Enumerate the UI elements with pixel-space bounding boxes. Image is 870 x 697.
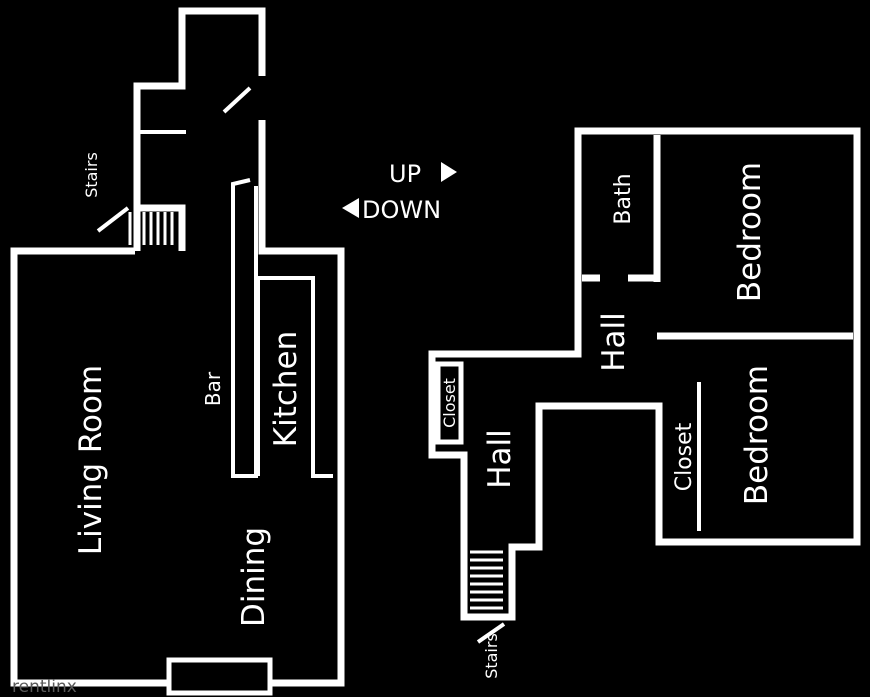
upper-stair-treads bbox=[470, 550, 503, 610]
label-closet-right: Closet bbox=[672, 422, 697, 491]
label-closet-left: Closet bbox=[440, 378, 459, 428]
lower-stair-treads bbox=[128, 212, 174, 245]
entry-door bbox=[222, 86, 252, 114]
label-bedroom-bottom: Bedroom bbox=[739, 365, 775, 505]
label-stairs-right: Stairs bbox=[482, 633, 501, 679]
kitchen-counter bbox=[256, 276, 333, 478]
upper-floor-outer-wall bbox=[428, 127, 861, 621]
lower-stair-diagonal bbox=[96, 206, 130, 233]
lower-window bbox=[166, 657, 273, 696]
label-bar: Bar bbox=[201, 371, 225, 406]
up-arrow-icon[interactable] bbox=[441, 162, 457, 182]
lower-floor-plan bbox=[10, 7, 345, 696]
label-bedroom-top: Bedroom bbox=[732, 162, 768, 302]
label-hall-upper: Hall bbox=[596, 312, 632, 372]
closet-left-box bbox=[435, 361, 464, 445]
floor-switch[interactable]: UP DOWN bbox=[342, 160, 457, 224]
label-dining: Dining bbox=[236, 527, 272, 627]
lower-floor-outer-wall bbox=[10, 120, 345, 687]
watermark-logo: rentlinx bbox=[12, 677, 77, 697]
bar-counter bbox=[231, 178, 258, 478]
label-kitchen: Kitchen bbox=[268, 331, 304, 448]
label-stairs-left: Stairs bbox=[82, 152, 101, 198]
entry-tower-wall bbox=[133, 7, 266, 251]
label-bath: Bath bbox=[611, 173, 636, 224]
down-arrow-icon[interactable] bbox=[342, 198, 359, 218]
upper-stair-diagonal bbox=[476, 622, 506, 644]
label-living-room: Living Room bbox=[73, 365, 109, 555]
label-hall-lower: Hall bbox=[482, 429, 518, 489]
down-label[interactable]: DOWN bbox=[362, 196, 441, 224]
upper-floor-plan bbox=[428, 127, 861, 644]
stair-landing-wall bbox=[137, 204, 186, 251]
up-label[interactable]: UP bbox=[389, 160, 421, 188]
